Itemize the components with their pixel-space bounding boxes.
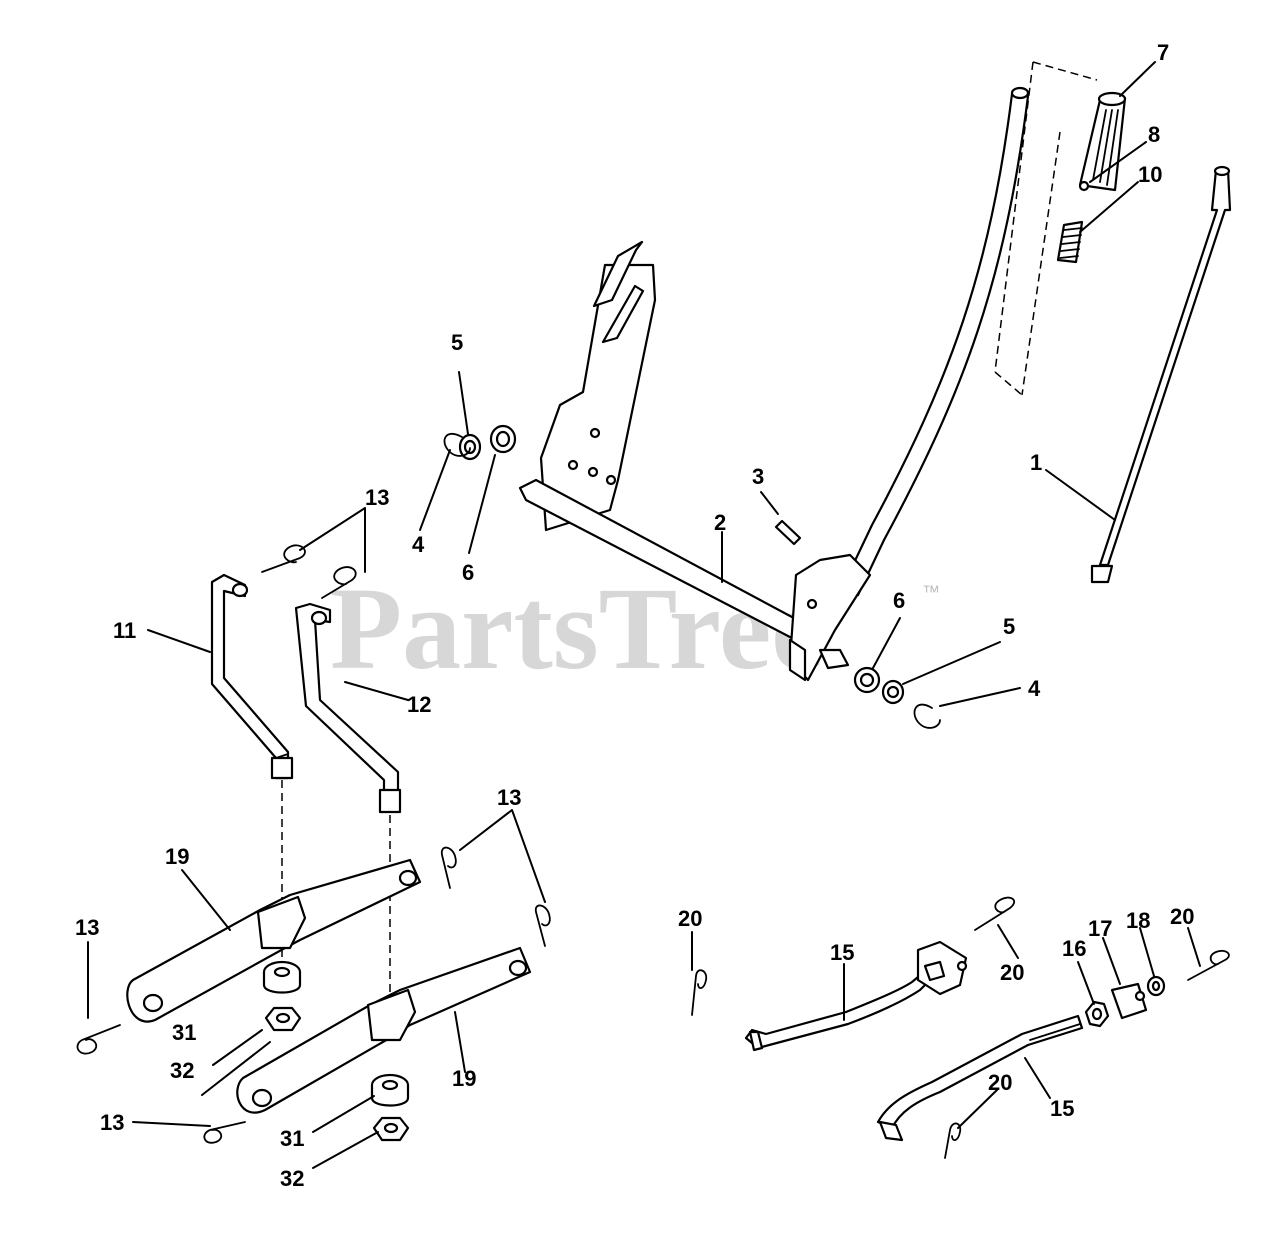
callout-18: 18: [1126, 908, 1150, 933]
adjustment-rod-upper[interactable]: [744, 970, 932, 1052]
callout-20-left: 20: [678, 906, 702, 931]
callout-13-mid: 13: [497, 785, 521, 810]
callout-20-upper: 20: [1000, 960, 1024, 985]
lift-link-left[interactable]: [210, 573, 290, 780]
trunnion-washer: [1146, 975, 1166, 997]
washer-right: [881, 679, 905, 705]
callout-4-right: 4: [1028, 676, 1041, 701]
bushing-right: [853, 666, 881, 694]
callout-20-right: 20: [1170, 904, 1194, 929]
bushing-upper: [262, 960, 302, 994]
threaded-end-right: [378, 788, 402, 814]
callout-13-bottom: 13: [100, 1110, 124, 1135]
hairpin-clip-20-right: [1187, 949, 1230, 981]
roll-pin: [774, 519, 802, 546]
threaded-end-left: [270, 756, 294, 780]
callout-3: 3: [752, 464, 764, 489]
callout-19-upper: 19: [165, 844, 189, 869]
callout-15-upper: 15: [830, 940, 854, 965]
watermark: PartsTree: [330, 563, 824, 694]
washer-left: [458, 433, 482, 461]
mounting-plate: [539, 240, 657, 532]
callout-12: 12: [407, 692, 431, 717]
callout-16: 16: [1062, 936, 1086, 961]
callout-13-top: 13: [365, 485, 389, 510]
nut-lower: [372, 1116, 410, 1142]
hairpin-clip-20-upper: [974, 896, 1015, 931]
bushing-lower: [370, 1073, 410, 1107]
shaft-bracket: [788, 553, 872, 682]
hairpin-clip-20-bottom: [944, 1122, 962, 1159]
callout-7: 7: [1157, 40, 1169, 65]
hairpin-clip-13-top-a: [261, 544, 306, 573]
grip-guide-outline: [994, 61, 1098, 396]
lift-arm-upper[interactable]: [126, 858, 422, 1023]
handle-spring: [1056, 220, 1084, 264]
callout-6-right: 6: [893, 588, 905, 613]
callout-10: 10: [1138, 162, 1162, 187]
hairpin-clip-13-left: [76, 1024, 121, 1055]
callout-31-upper: 31: [172, 1020, 196, 1045]
lift-arm-lower[interactable]: [236, 946, 532, 1114]
callout-1: 1: [1030, 450, 1042, 475]
callout-13-left: 13: [75, 915, 99, 940]
hairpin-clip-13-bottom: [203, 1121, 246, 1144]
adjustment-rod-lower[interactable]: [876, 1014, 1084, 1142]
callout-2: 2: [714, 510, 726, 535]
callout-labels: 7 8 10 1 2 3 5 4 6 6 5 4 13 11 12 13 19 …: [75, 40, 1194, 1191]
handle-grip[interactable]: [1078, 91, 1127, 192]
callout-31-lower: 31: [280, 1126, 304, 1151]
trunnion-upper: [916, 940, 968, 996]
callout-15-lower: 15: [1050, 1096, 1074, 1121]
hairpin-clip-13-mid-b: [534, 904, 551, 947]
callout-4-top: 4: [412, 532, 425, 557]
hairpin-clip-13-mid-a: [440, 846, 457, 889]
callout-32-upper: 32: [170, 1058, 194, 1083]
trunnion: [1110, 982, 1148, 1020]
shaft-end: [818, 648, 850, 670]
callout-32-lower: 32: [280, 1166, 304, 1191]
callout-5-right: 5: [1003, 614, 1015, 639]
bushing-left: [489, 424, 517, 454]
callout-19-lower: 19: [452, 1066, 476, 1091]
leader-lines: [87, 61, 1201, 1169]
lift-rod[interactable]: [1090, 165, 1232, 584]
hairpin-clip-20-left: [691, 969, 708, 1016]
hairpin-clip-left: [443, 432, 471, 457]
lift-link-right[interactable]: [294, 602, 400, 812]
callout-5-top: 5: [451, 330, 463, 355]
callout-6-top: 6: [462, 560, 474, 585]
hairpin-clip-right: [913, 703, 941, 729]
callout-11: 11: [113, 618, 136, 643]
handle-button[interactable]: [1078, 180, 1090, 192]
lift-handle-lever[interactable]: [840, 86, 1030, 597]
callout-20-bottom: 20: [988, 1070, 1012, 1095]
callout-8: 8: [1148, 122, 1160, 147]
hairpin-clip-13-top-b: [321, 566, 357, 599]
nut-upper: [264, 1006, 302, 1032]
callout-17: 17: [1088, 916, 1112, 941]
jam-nut: [1084, 1000, 1110, 1028]
watermark-trademark: ™: [922, 582, 940, 602]
